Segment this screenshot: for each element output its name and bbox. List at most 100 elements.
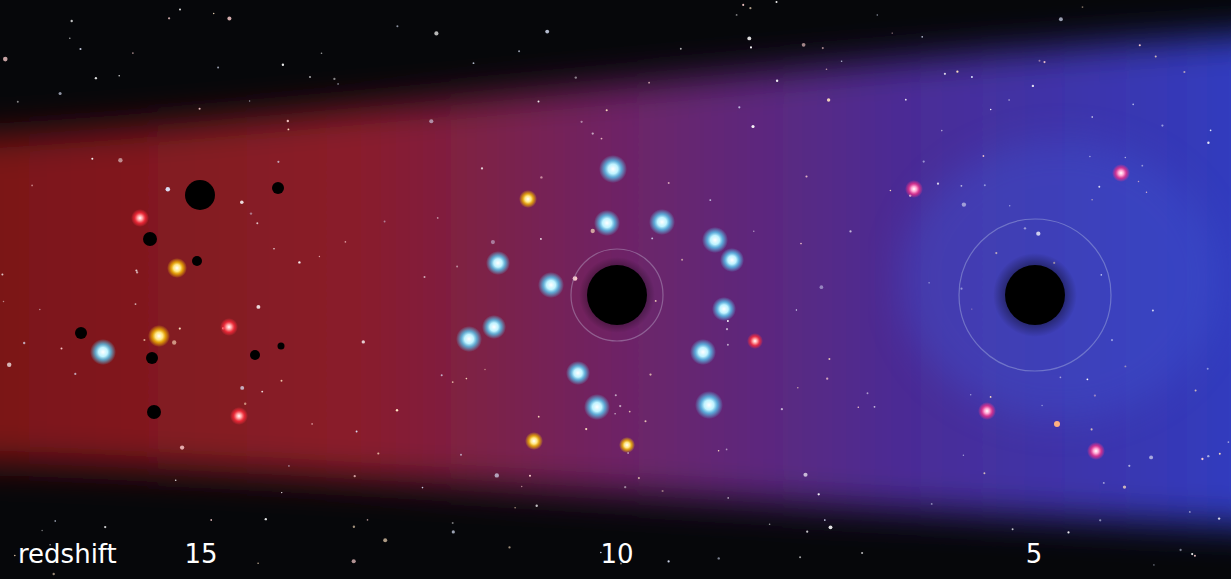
background-star bbox=[649, 373, 651, 375]
background-star bbox=[337, 83, 339, 85]
background-star bbox=[7, 362, 11, 366]
background-star bbox=[736, 14, 738, 16]
background-star bbox=[629, 411, 631, 413]
red-star bbox=[747, 333, 763, 349]
yellow-stars bbox=[519, 190, 635, 453]
background-star bbox=[963, 455, 964, 456]
background-star bbox=[747, 36, 751, 40]
background-star bbox=[818, 493, 820, 495]
background-star bbox=[377, 452, 379, 454]
background-star bbox=[1059, 17, 1063, 21]
background-star bbox=[1207, 455, 1209, 457]
background-star bbox=[667, 560, 669, 562]
background-star bbox=[282, 64, 284, 66]
background-star bbox=[638, 477, 640, 479]
background-star bbox=[800, 243, 802, 245]
background-star bbox=[960, 185, 962, 187]
background-star bbox=[1008, 99, 1010, 101]
background-star bbox=[718, 450, 720, 452]
background-star bbox=[41, 530, 43, 532]
background-star bbox=[333, 78, 335, 80]
background-star bbox=[456, 265, 458, 267]
background-star bbox=[281, 492, 282, 493]
background-star bbox=[1009, 205, 1010, 206]
background-star bbox=[1207, 142, 1209, 144]
background-star bbox=[287, 128, 289, 130]
background-star bbox=[309, 76, 311, 78]
background-star bbox=[244, 403, 246, 405]
background-star bbox=[651, 237, 653, 239]
background-star bbox=[545, 30, 549, 34]
background-star bbox=[17, 101, 19, 103]
background-star bbox=[353, 526, 355, 528]
background-star bbox=[54, 520, 56, 522]
dark-halos bbox=[75, 180, 285, 419]
background-star bbox=[429, 119, 433, 123]
background-star bbox=[1103, 482, 1105, 484]
background-star bbox=[983, 472, 985, 474]
background-star bbox=[367, 519, 369, 521]
background-star bbox=[726, 328, 728, 330]
background-star bbox=[1138, 181, 1140, 183]
background-star bbox=[769, 523, 771, 525]
background-star bbox=[1024, 227, 1026, 229]
background-star bbox=[971, 76, 973, 78]
background-star bbox=[452, 522, 454, 524]
background-star bbox=[3, 57, 8, 62]
background-star bbox=[362, 340, 365, 343]
background-star bbox=[1036, 232, 1040, 236]
background-star bbox=[354, 475, 356, 477]
background-star bbox=[1060, 376, 1062, 378]
background-star bbox=[1043, 61, 1045, 63]
background-star bbox=[1195, 389, 1197, 391]
background-star bbox=[1141, 165, 1143, 167]
background-star bbox=[751, 125, 754, 128]
background-star bbox=[797, 387, 799, 389]
background-star bbox=[74, 373, 76, 375]
background-star bbox=[1128, 465, 1130, 467]
background-star bbox=[867, 392, 869, 394]
background-star bbox=[1032, 85, 1034, 87]
background-star bbox=[1189, 511, 1191, 513]
background-star bbox=[874, 406, 876, 408]
background-star bbox=[1153, 564, 1154, 565]
background-star bbox=[776, 80, 778, 82]
background-star bbox=[1146, 192, 1147, 193]
background-star bbox=[1183, 71, 1185, 73]
background-star bbox=[827, 98, 830, 101]
background-star bbox=[828, 358, 830, 360]
background-star bbox=[437, 217, 439, 219]
background-star bbox=[960, 288, 962, 290]
background-star bbox=[615, 394, 617, 396]
background-star bbox=[1228, 441, 1230, 443]
background-star bbox=[287, 120, 289, 122]
background-star bbox=[396, 409, 398, 411]
background-star bbox=[1094, 394, 1096, 396]
background-star bbox=[822, 47, 824, 49]
background-star bbox=[199, 108, 201, 110]
background-star bbox=[508, 546, 510, 548]
background-star bbox=[384, 221, 386, 223]
background-star bbox=[396, 25, 398, 27]
background-star bbox=[521, 486, 523, 488]
background-star bbox=[1012, 528, 1014, 530]
background-star bbox=[180, 445, 184, 449]
background-star bbox=[624, 486, 626, 488]
background-star bbox=[166, 187, 171, 192]
background-star bbox=[781, 408, 783, 410]
background-star bbox=[143, 339, 145, 341]
background-star bbox=[61, 348, 63, 350]
background-star bbox=[277, 161, 279, 163]
background-star bbox=[606, 109, 608, 111]
background-star bbox=[796, 309, 797, 310]
background-star bbox=[175, 479, 177, 481]
background-star bbox=[803, 473, 807, 477]
background-star bbox=[644, 420, 646, 422]
background-star bbox=[473, 62, 475, 64]
background-star bbox=[1210, 129, 1212, 131]
background-star bbox=[861, 552, 863, 554]
background-star bbox=[970, 394, 971, 395]
background-star bbox=[288, 465, 290, 467]
background-star bbox=[601, 138, 603, 140]
